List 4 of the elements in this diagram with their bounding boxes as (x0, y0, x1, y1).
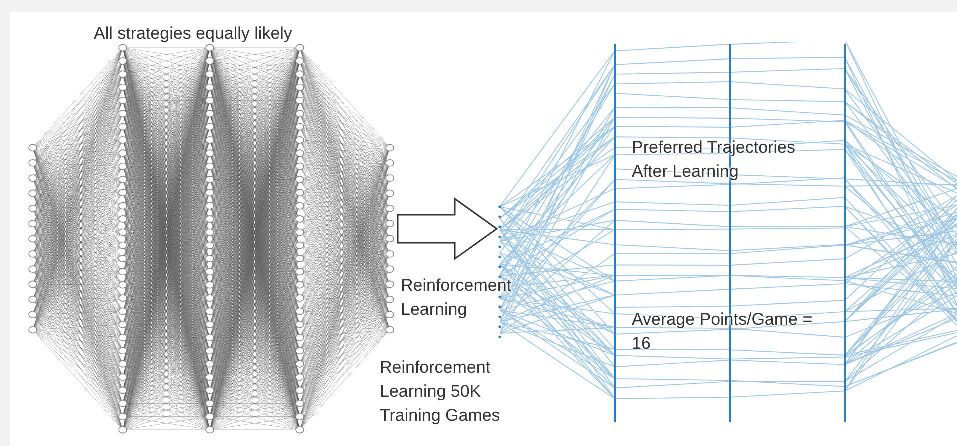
edge-label: Reinforcement Learning (401, 275, 513, 321)
annotation-text: Reinforcement Learning 50K Training Games (380, 357, 502, 427)
network-heading: All strategies equally likely (94, 23, 292, 45)
block-arrow (397, 198, 498, 260)
